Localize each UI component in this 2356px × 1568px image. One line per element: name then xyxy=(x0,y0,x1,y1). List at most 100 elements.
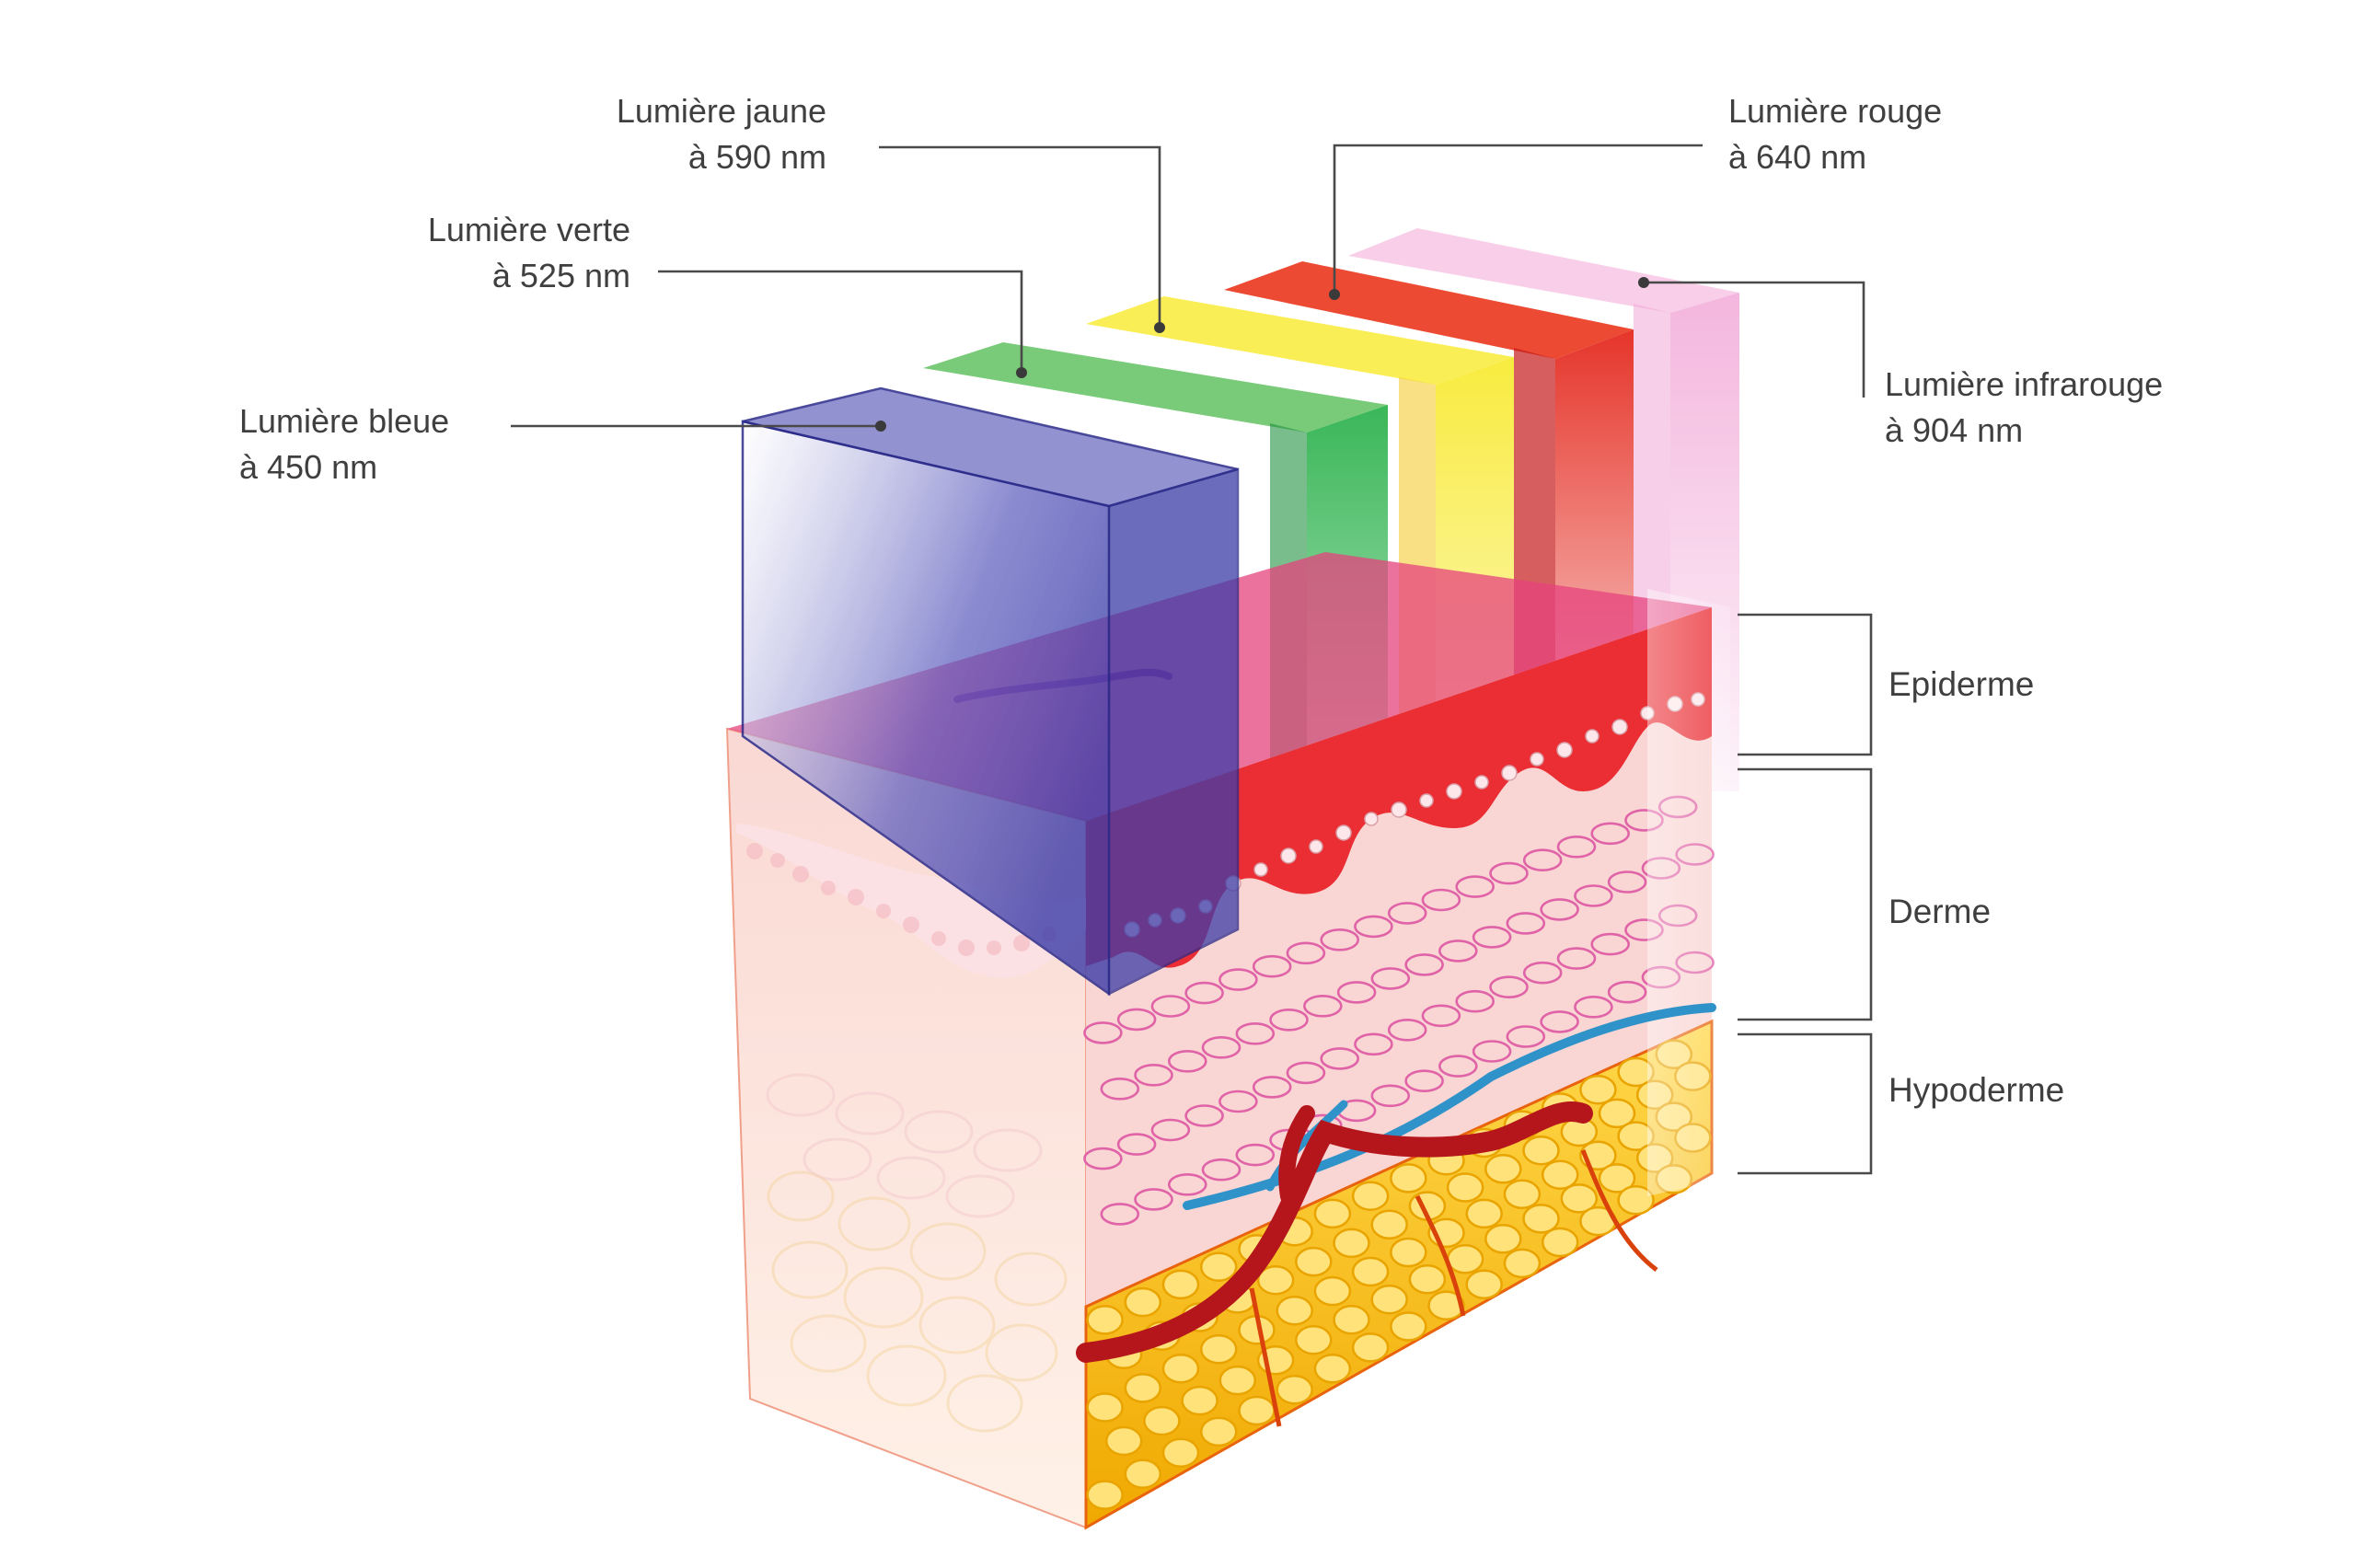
fat-cell xyxy=(1313,1275,1352,1307)
dermis-cell xyxy=(1134,1188,1173,1211)
dermis-cell xyxy=(1354,915,1393,939)
dermis-cell xyxy=(1438,1055,1478,1078)
dermis-cell xyxy=(1489,861,1529,885)
dermis-cell xyxy=(1556,947,1597,970)
dermis-cell xyxy=(1556,835,1597,859)
callout-red: Lumière rouge à 640 nm xyxy=(1728,92,1942,176)
dermis-cell xyxy=(1472,1040,1512,1063)
fat-cell xyxy=(1313,1354,1352,1384)
dermis-cell xyxy=(1387,902,1427,925)
dermis-cell xyxy=(1320,928,1359,951)
fat-cell xyxy=(1143,1405,1181,1436)
fat-cell xyxy=(1276,1374,1313,1405)
callout-yellow: Lumière jaune à 590 nm xyxy=(617,92,826,176)
dermis-cell xyxy=(1286,941,1326,965)
fat-cell xyxy=(1390,1311,1427,1342)
fat-cell xyxy=(1541,1159,1579,1190)
dermis-cell xyxy=(1116,1133,1157,1156)
fat-cell xyxy=(1579,1074,1617,1105)
fat-cells xyxy=(767,1170,1068,1433)
dermis-cell xyxy=(1201,1036,1242,1059)
fat-cell xyxy=(1276,1295,1313,1326)
fat-cell xyxy=(1086,1305,1124,1335)
dermis-cell xyxy=(1320,1047,1359,1070)
fat-cell xyxy=(1390,1237,1427,1268)
callout-yellow-line1: Lumière jaune xyxy=(617,92,826,130)
callout-green-line2: à 525 nm xyxy=(492,257,630,294)
dermis-cell xyxy=(1083,1147,1123,1170)
fat-cell xyxy=(1446,1172,1484,1203)
fat-cell xyxy=(1598,1098,1636,1129)
dermis-cell xyxy=(1083,1021,1123,1044)
dermis-cell xyxy=(1506,912,1546,935)
layer-label-dermis: Derme xyxy=(1888,893,1991,930)
dermis-cell xyxy=(1522,848,1563,872)
dermis-cell xyxy=(1404,1069,1444,1092)
dermis-cell xyxy=(1100,1203,1140,1226)
dermis-cell xyxy=(1455,875,1495,898)
fat-cell xyxy=(1256,1264,1295,1296)
fat-cell xyxy=(1351,1332,1390,1363)
dermis-cell xyxy=(1269,1009,1309,1032)
dermis-cell xyxy=(1540,1010,1579,1033)
fat-cell xyxy=(1199,1251,1238,1282)
dermis-cell xyxy=(1370,967,1411,990)
dermis-cell xyxy=(1218,968,1258,991)
fat-cell xyxy=(1484,1224,1522,1254)
fat-cell xyxy=(1484,1154,1522,1184)
dermis-cell xyxy=(1252,954,1292,978)
fat-cell xyxy=(1522,1204,1560,1234)
dermis-cell xyxy=(1404,953,1444,976)
fat-cell xyxy=(1295,1246,1333,1277)
fat-cell xyxy=(1218,1365,1257,1396)
dermis-cell xyxy=(1506,1025,1546,1048)
fat-cell xyxy=(1086,1392,1124,1423)
fat-cell xyxy=(1161,1437,1200,1469)
dermis-cell xyxy=(1489,975,1529,998)
dermis-cell xyxy=(1607,980,1647,1004)
callout-blue: Lumière bleue à 450 nm xyxy=(239,402,449,486)
fat-cell xyxy=(1124,1286,1162,1318)
dermis-cell xyxy=(1134,1064,1173,1087)
dermis-cell xyxy=(1116,1008,1157,1032)
dermis-cell xyxy=(1184,1104,1224,1127)
dermis-cell xyxy=(1336,981,1377,1004)
fat-cell xyxy=(1086,1480,1124,1510)
fat-cell xyxy=(1408,1264,1447,1295)
callout-lines xyxy=(511,144,1865,432)
fat-cell xyxy=(1124,1458,1162,1489)
dermis-cell xyxy=(1168,1173,1207,1196)
dermis-cell xyxy=(1218,1090,1258,1113)
fat-cell xyxy=(1503,1248,1542,1279)
callout-yellow-line2: à 590 nm xyxy=(688,138,826,176)
fat-cell xyxy=(1124,1373,1162,1403)
callout-blue-line2: à 450 nm xyxy=(239,448,377,486)
light-beam-blue xyxy=(741,386,1240,997)
callout-blue-line1: Lumière bleue xyxy=(239,402,449,440)
fat-cell xyxy=(1181,1385,1218,1416)
callout-infrared-line1: Lumière infrarouge xyxy=(1885,365,2163,403)
dermis-cell xyxy=(1370,1084,1411,1108)
callout-green-line1: Lumière verte xyxy=(428,211,630,248)
dermis-cell xyxy=(1235,1022,1276,1045)
fat-cell xyxy=(1503,1179,1542,1210)
dermis-cell xyxy=(1303,995,1343,1018)
dermis-cell xyxy=(1590,932,1630,956)
dermis-cell xyxy=(1574,884,1613,907)
dermis-cell xyxy=(1540,898,1579,921)
callout-infrared-line2: à 904 nm xyxy=(1885,411,2023,449)
layer-brackets xyxy=(1738,613,1873,1175)
fat-cell xyxy=(1313,1198,1352,1229)
fat-cell xyxy=(1238,1395,1276,1426)
layer-label-hypodermis: Hypoderme xyxy=(1888,1071,2064,1109)
fat-cell xyxy=(1522,1135,1560,1166)
fat-cell xyxy=(1617,1185,1655,1216)
dermis-cell xyxy=(1455,989,1495,1013)
fat-cell xyxy=(1161,1354,1200,1384)
dermis-cell xyxy=(1421,1004,1461,1028)
fat-cell xyxy=(1199,1416,1238,1447)
blood-vessel xyxy=(1076,1101,1658,1427)
dermis-cells xyxy=(1083,795,1715,1226)
dermis-cell xyxy=(1421,888,1461,912)
